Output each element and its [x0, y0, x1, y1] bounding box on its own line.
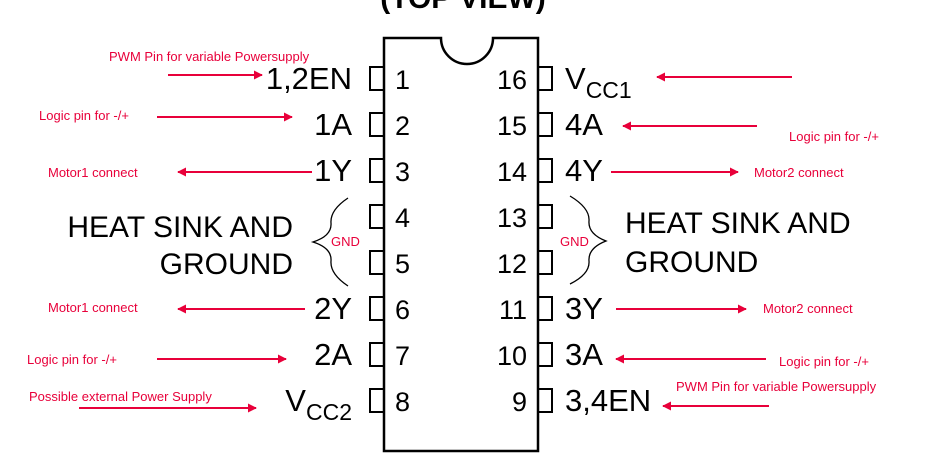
pin-13-lead: [538, 204, 553, 229]
pin-number-9: 9: [512, 387, 527, 417]
heat-sink-left-line2: GROUND: [160, 248, 293, 281]
pin-4-lead: [369, 204, 384, 229]
pin-number-5: 5: [395, 249, 410, 279]
annotation-motor1-2y: Motor1 connect: [48, 300, 138, 315]
heat-sink-right-line2: GROUND: [625, 246, 758, 279]
pin-label-3: 1Y: [314, 153, 352, 188]
gnd-left-label: GND: [331, 234, 360, 249]
pin-number-13: 13: [497, 203, 527, 233]
pin-12-lead: [538, 250, 553, 275]
pin-label-7: 2A: [314, 337, 352, 372]
annotation-logic-2a: Logic pin for -/+: [27, 352, 117, 367]
annotation-pwm-left: PWM Pin for variable Powersupply: [109, 49, 310, 64]
pin-label-9: 3,4EN: [565, 383, 651, 418]
pin-3-lead: [369, 158, 384, 183]
diagram-title: (TOP VIEW): [380, 0, 546, 15]
pin-number-3: 3: [395, 157, 410, 187]
pin-7-lead: [369, 342, 384, 367]
pin-number-15: 15: [497, 111, 527, 141]
pin-8-lead: [369, 388, 384, 413]
annotation-motor1-1y: Motor1 connect: [48, 165, 138, 180]
pin-1-lead: [369, 66, 384, 91]
pin-9-lead: [538, 388, 553, 413]
pin-label-1: 1,2EN: [266, 61, 352, 96]
annotation-motor2-4y: Motor2 connect: [754, 165, 844, 180]
pin-10-lead: [538, 342, 553, 367]
pin-number-4: 4: [395, 203, 410, 233]
pin-number-7: 7: [395, 341, 410, 371]
brace-left-icon: [310, 197, 349, 287]
pin-5-lead: [369, 250, 384, 275]
annotation-motor2-3y: Motor2 connect: [763, 301, 853, 316]
pin-label-6: 2Y: [314, 291, 352, 326]
heat-sink-left-line1: HEAT SINK AND: [67, 211, 293, 244]
pin-label-11: 3Y: [565, 291, 603, 326]
pin-number-10: 10: [497, 341, 527, 371]
pin-number-11: 11: [499, 295, 527, 325]
pin-label-10: 3A: [565, 337, 603, 372]
brace-right-icon: [569, 195, 608, 285]
pin-label-8: VCC2: [285, 383, 352, 425]
pin-label-15: 4A: [565, 107, 603, 142]
pin-label-16: VCC1: [565, 61, 632, 103]
heat-sink-right-line1: HEAT SINK AND: [625, 207, 851, 240]
annotation-logic-3a: Logic pin for -/+: [779, 354, 869, 369]
pin-number-1: 1: [395, 65, 410, 95]
pin-number-8: 8: [395, 387, 410, 417]
pin-number-6: 6: [395, 295, 410, 325]
pin-label-14: 4Y: [565, 153, 603, 188]
pin-15-lead: [538, 112, 553, 137]
pin-number-2: 2: [395, 111, 410, 141]
pin-2-lead: [369, 112, 384, 137]
annotation-pwm-right: PWM Pin for variable Powersupply: [676, 379, 877, 394]
annotation-ext-power: Possible external Power Supply: [29, 389, 212, 404]
annotation-logic-4a: Logic pin for -/+: [789, 129, 879, 144]
pin-label-2: 1A: [314, 107, 352, 142]
pin-number-16: 16: [497, 65, 527, 95]
pin-16-lead: [538, 66, 553, 91]
pin-number-12: 12: [497, 249, 527, 279]
annotation-logic-1a: Logic pin for -/+: [39, 108, 129, 123]
gnd-right-label: GND: [560, 234, 589, 249]
pin-6-lead: [369, 296, 384, 321]
pins-group: [369, 66, 553, 413]
pin-number-14: 14: [497, 157, 527, 187]
pin-14-lead: [538, 158, 553, 183]
pin-labels-group: 1 1,2EN 2 1A 3 1Y 4 5 6 2Y 7 2A 8 VCC2 16 VCC1 15 4A 14 4Y 1…: [266, 61, 651, 425]
pin-11-lead: [538, 296, 553, 321]
chip-body: [382, 36, 540, 453]
